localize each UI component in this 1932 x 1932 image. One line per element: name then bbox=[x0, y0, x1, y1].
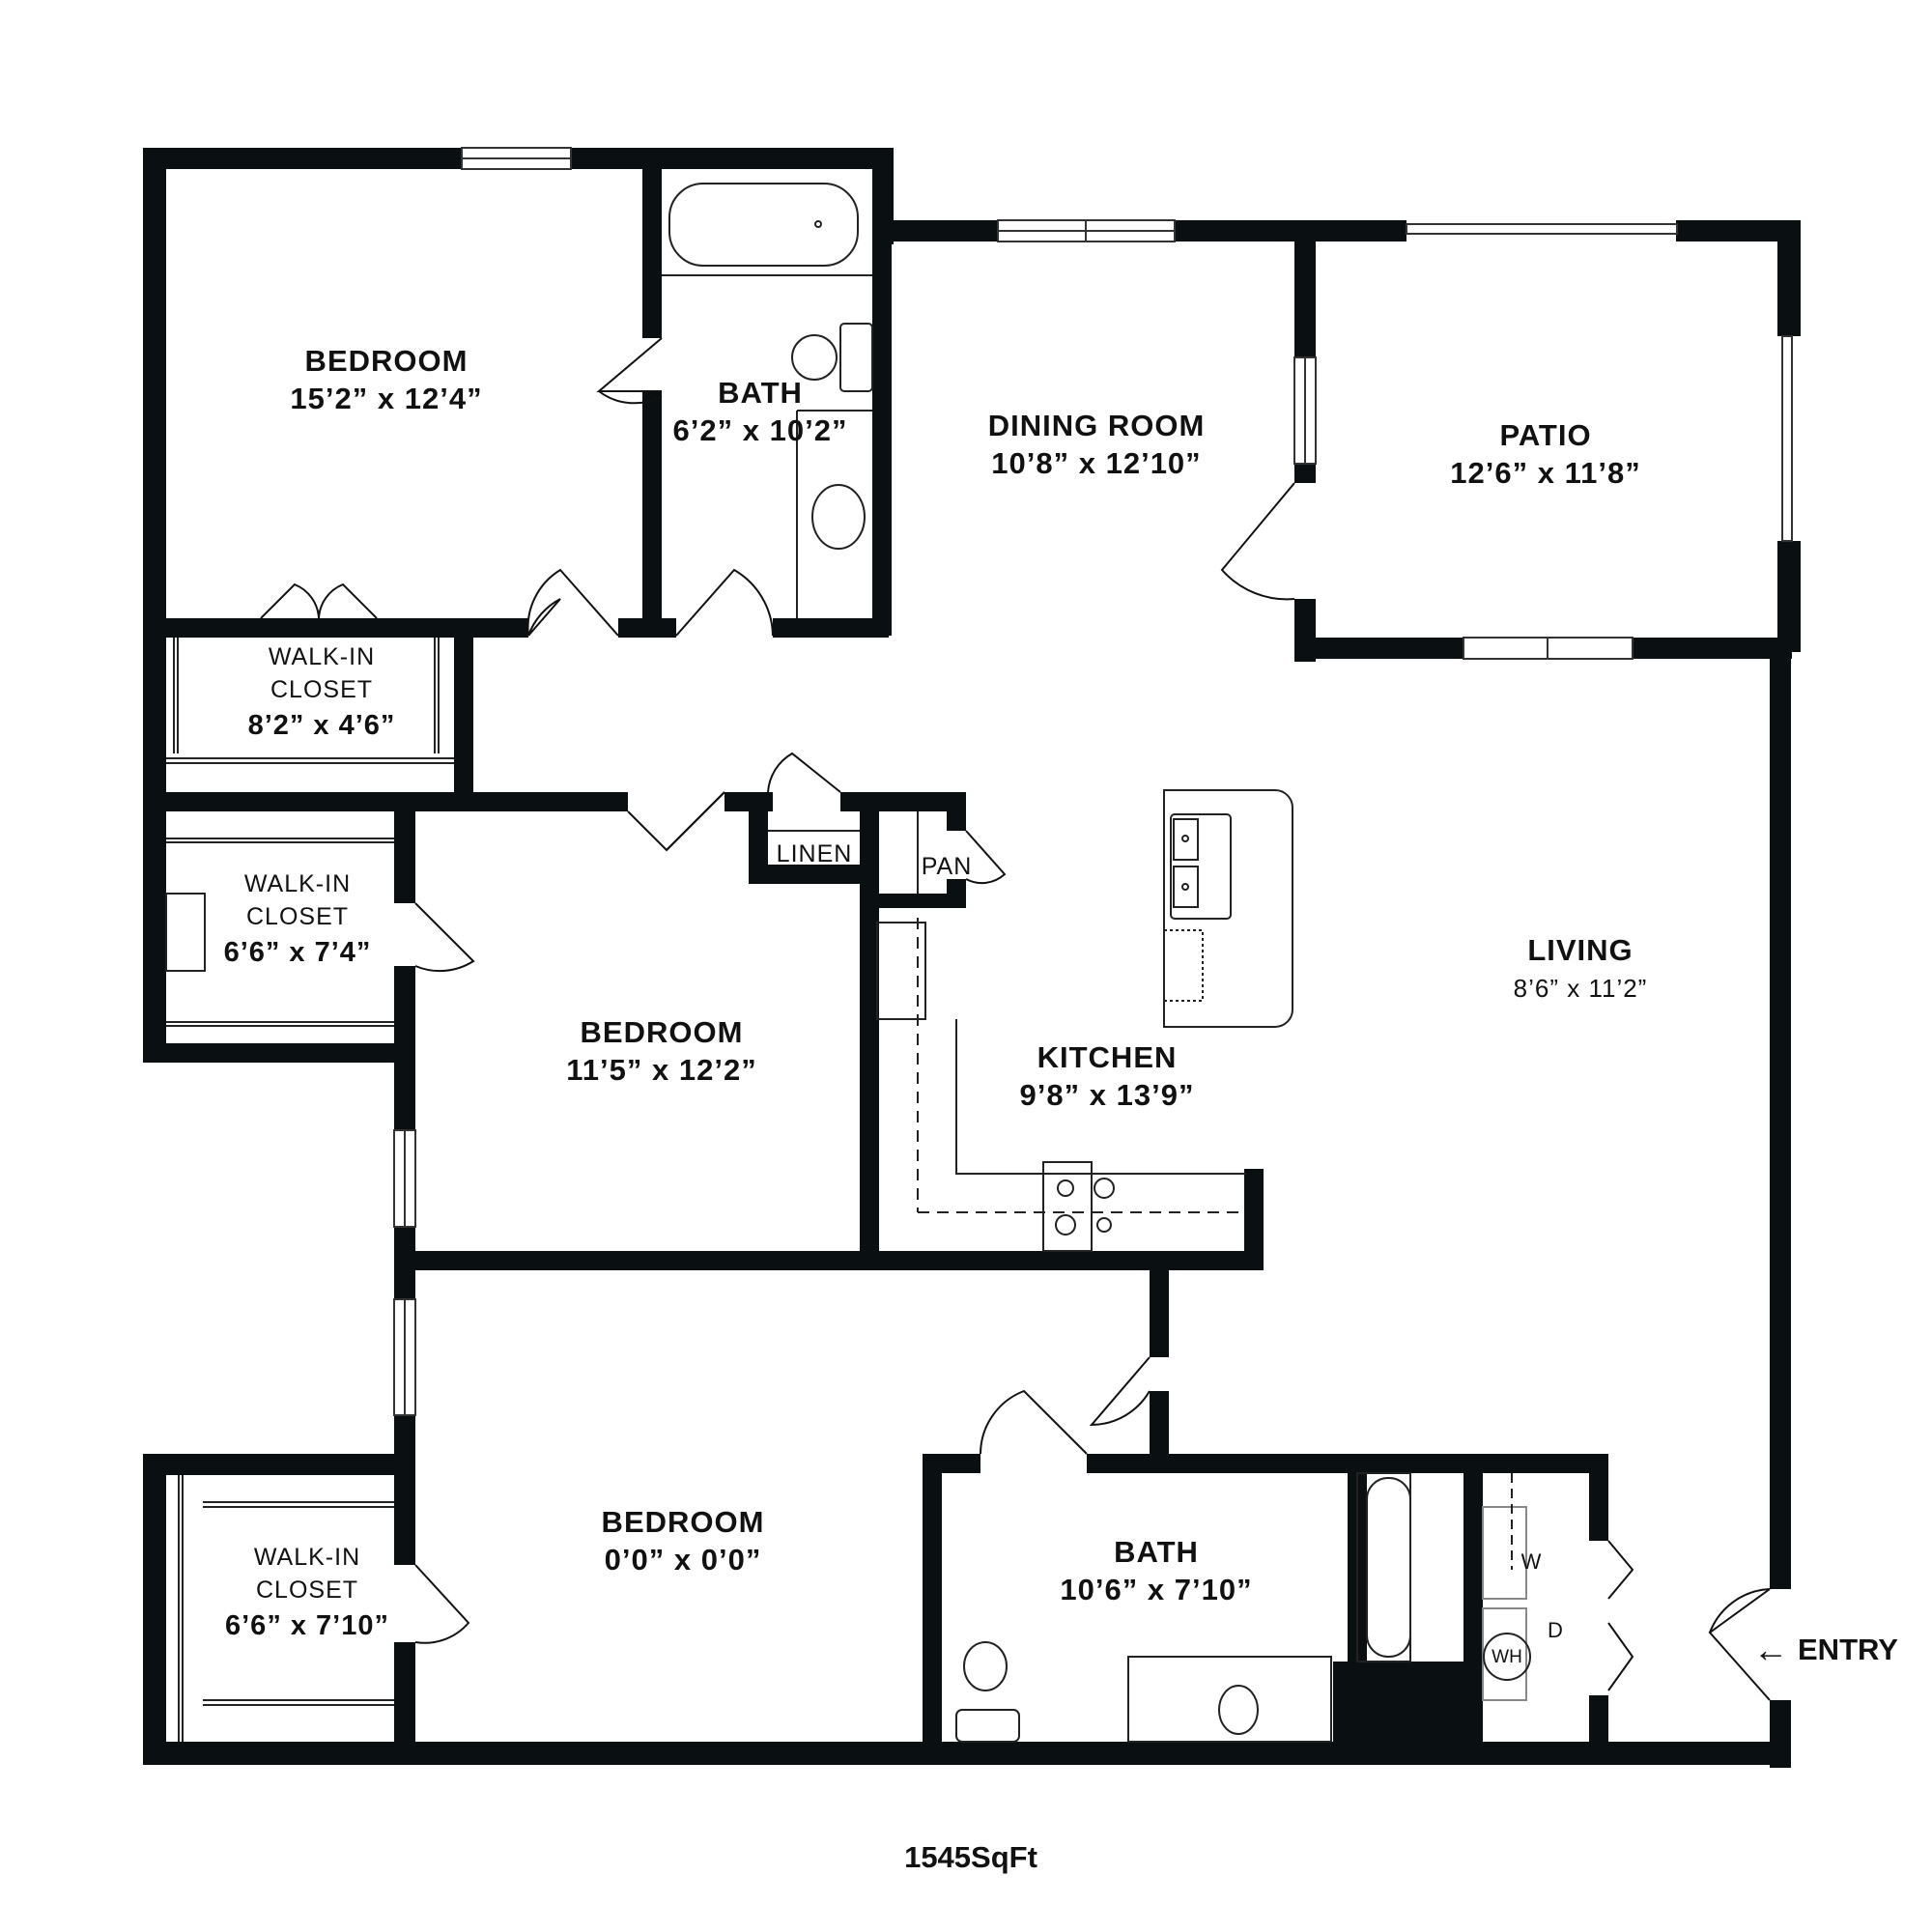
room-name: BEDROOM bbox=[601, 1505, 765, 1539]
room-label-patio: PATIO 12’6” x 11’8” bbox=[1450, 417, 1640, 493]
room-name: BEDROOM bbox=[580, 1015, 744, 1049]
room-label-walk-in-closet-1: WALK-IN CLOSET 8’2” x 4’6” bbox=[248, 640, 396, 745]
room-dimensions: 6’6” x 7’4” bbox=[223, 937, 372, 968]
room-dimensions: 11’5” x 12’2” bbox=[566, 1053, 757, 1087]
total-area: 1545SqFt bbox=[904, 1840, 1037, 1874]
room-label-kitchen: KITCHEN 9’8” x 13’9” bbox=[1020, 1039, 1195, 1115]
room-label-pantry: PAN bbox=[922, 848, 973, 885]
room-dimensions: 6’2” x 10’2” bbox=[672, 413, 848, 447]
room-label-walk-in-closet-3: WALK-IN CLOSET 6’6” x 7’10” bbox=[225, 1541, 389, 1645]
entry-marker: ← ENTRY bbox=[1753, 1630, 1898, 1670]
room-dimensions: 12’6” x 11’8” bbox=[1450, 456, 1641, 490]
room-label-bath-1: BATH 6’2” x 10’2” bbox=[673, 375, 848, 450]
room-label-bath-2: BATH 10’6” x 7’10” bbox=[1060, 1534, 1252, 1609]
room-label-living: LIVING 8’6” x 11’2” bbox=[1514, 932, 1648, 1008]
room-label-dining-room: DINING ROOM 10’8” x 12’10” bbox=[988, 408, 1206, 483]
windows bbox=[393, 147, 1793, 1416]
room-dimensions: 0’0” x 0’0” bbox=[604, 1543, 762, 1577]
doors bbox=[260, 337, 1771, 1701]
room-name-line2: CLOSET bbox=[270, 676, 374, 703]
room-dimensions: 6’6” x 7’10” bbox=[225, 1610, 389, 1641]
room-dimensions: 8’2” x 4’6” bbox=[247, 710, 396, 741]
fixtures bbox=[165, 183, 1531, 1743]
washer-label: W bbox=[1520, 1549, 1542, 1574]
room-dimensions: 10’8” x 12’10” bbox=[991, 446, 1202, 480]
room-name: PAN bbox=[921, 853, 973, 880]
room-label-walk-in-closet-2: WALK-IN CLOSET 6’6” x 7’4” bbox=[224, 867, 372, 972]
dryer-label: D bbox=[1548, 1618, 1563, 1642]
room-dimensions: 9’8” x 13’9” bbox=[1019, 1078, 1195, 1112]
room-label-bedroom-2: BEDROOM 11’5” x 12’2” bbox=[566, 1014, 756, 1090]
water-heater-label: WH bbox=[1492, 1647, 1522, 1667]
room-name-line1: WALK-IN bbox=[243, 870, 352, 897]
room-dimensions: 15’2” x 12’4” bbox=[290, 382, 483, 415]
entry-label: ENTRY bbox=[1798, 1633, 1898, 1666]
room-name: PATIO bbox=[1499, 418, 1592, 452]
room-name: BATH bbox=[718, 376, 803, 410]
room-name-line2: CLOSET bbox=[245, 903, 350, 930]
room-name-line2: CLOSET bbox=[255, 1577, 359, 1604]
room-name: BATH bbox=[1114, 1535, 1199, 1569]
room-name: LIVING bbox=[1527, 933, 1634, 967]
room-dimensions: 10’6” x 7’10” bbox=[1060, 1573, 1253, 1606]
room-name: LINEN bbox=[776, 840, 853, 867]
room-dimensions: 8’6” x 11’2” bbox=[1513, 974, 1648, 1003]
walls bbox=[143, 148, 1801, 1768]
room-name-line1: WALK-IN bbox=[268, 643, 376, 670]
room-label-bedroom-3: BEDROOM 0’0” x 0’0” bbox=[602, 1504, 765, 1579]
room-name: BEDROOM bbox=[304, 344, 469, 378]
room-label-linen: LINEN bbox=[777, 836, 853, 872]
room-name: DINING ROOM bbox=[987, 409, 1206, 442]
room-label-bedroom-1: BEDROOM 15’2” x 12’4” bbox=[290, 343, 482, 418]
room-name-line1: WALK-IN bbox=[253, 1544, 361, 1571]
arrow-left-icon: ← bbox=[1753, 1630, 1788, 1669]
room-name: KITCHEN bbox=[1037, 1040, 1178, 1074]
